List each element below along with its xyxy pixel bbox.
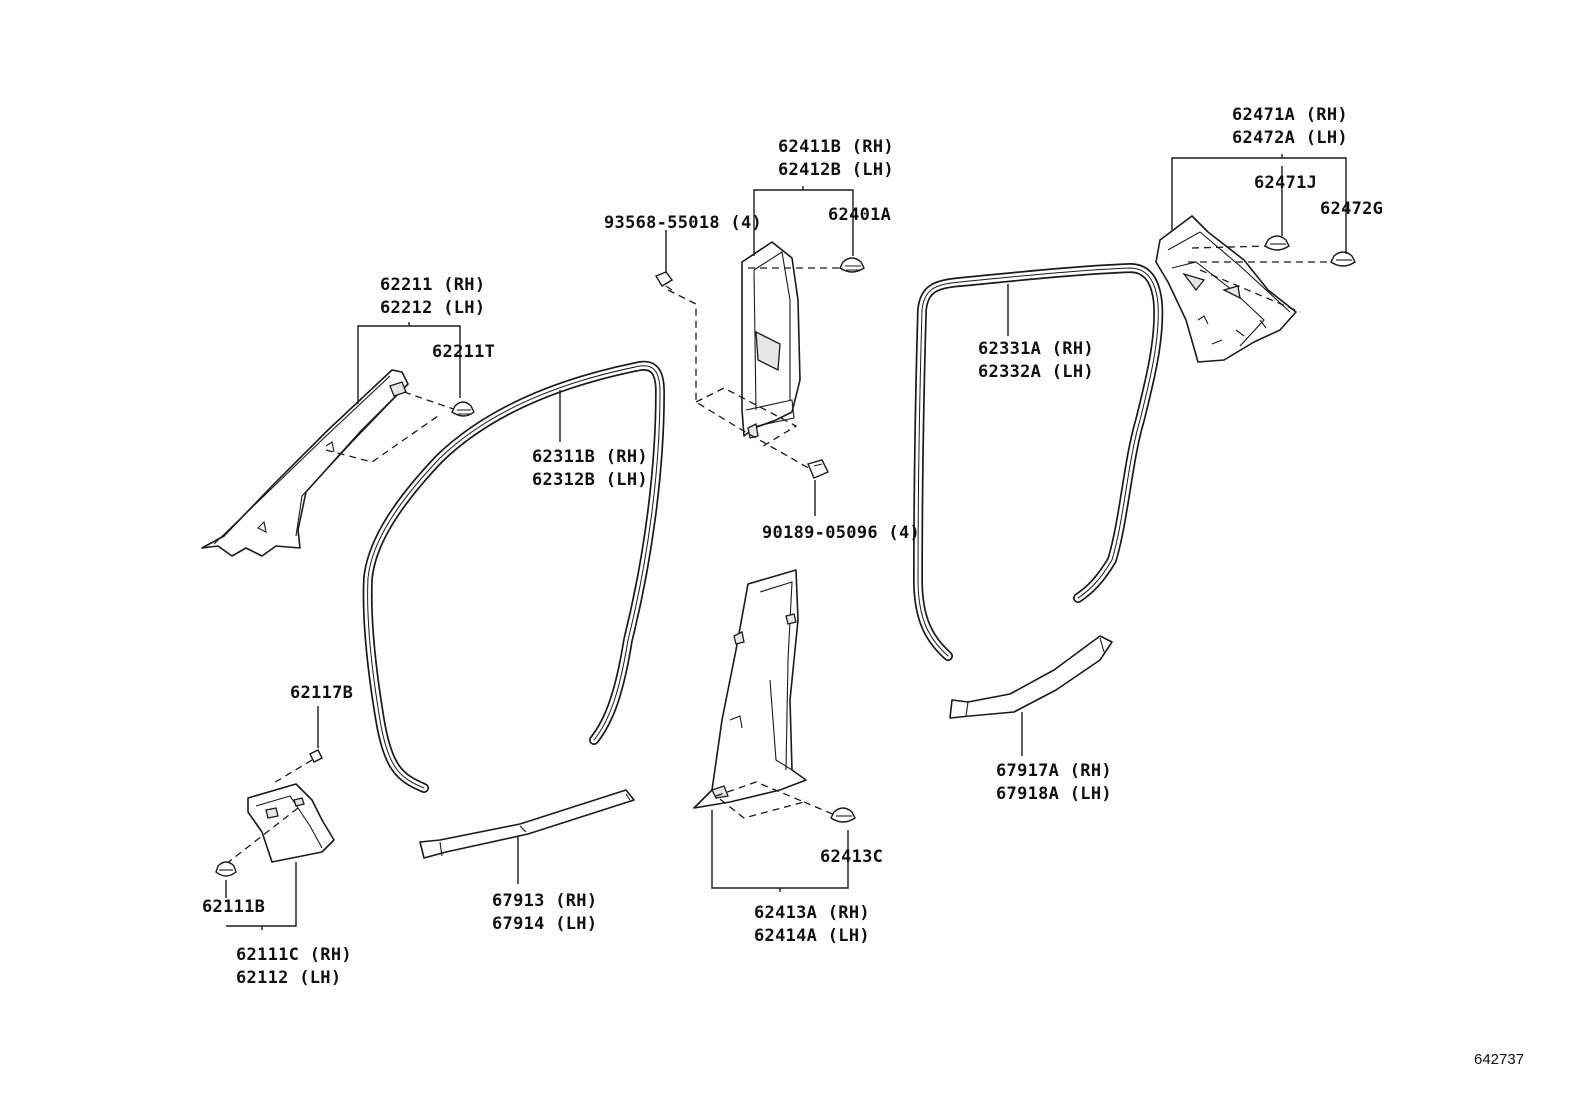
cowl-side-dash [225,759,313,865]
front-scuff-rh-label: 67913 (RH) [492,891,597,911]
front-scuff-plate [419,789,635,859]
b-pillar-lower-garnish [693,569,807,809]
a-pillar-garnish [201,369,409,557]
cowl-clip-bottom-label: 62111B [202,897,265,917]
b-pillar-upper-rh-label: 62411B (RH) [778,137,894,157]
front-door-seal [362,360,665,793]
quarter-clip-a [1264,235,1290,251]
quarter-upper-leader [1171,154,1347,254]
quarter-upper-garnish [1155,215,1297,363]
b-pillar-upper-leader [665,186,854,516]
a-pillar-clip [451,401,475,417]
rear-door-seal [913,263,1164,661]
quarter-upper-rh-label: 62471A (RH) [1232,105,1348,125]
cowl-clip-top [309,749,323,763]
b-pillar-upper-clip [839,257,865,273]
front-scuff-lh-label: 67914 (LH) [492,914,597,934]
front-seal-lh-label: 62312B (LH) [532,470,648,490]
cowl-side-trim [247,783,335,863]
b-pillar-upper-nut [807,459,829,479]
b-pillar-lower-clip-label: 62413C [820,847,883,867]
b-pillar-upper-garnish [741,241,801,439]
cowl-side-rh-label: 62111C (RH) [236,945,352,965]
quarter-clip-b-label: 62472G [1320,199,1383,219]
b-pillar-upper-nut-label: 90189-05096 (4) [762,523,920,543]
b-pillar-upper-dash [667,267,846,471]
b-pillar-lower-clip [830,807,856,823]
quarter-upper-lh-label: 62472A (LH) [1232,128,1348,148]
cowl-side-lh-label: 62112 (LH) [236,968,341,988]
cowl-clip-top-label: 62117B [290,683,353,703]
b-pillar-lower-dash [714,781,843,819]
b-pillar-lower-lh-label: 62414A (LH) [754,926,870,946]
a-pillar-leader [357,322,461,404]
rear-scuff-lh-label: 67918A (LH) [996,784,1112,804]
diagram-reference-number: 642737 [1474,1051,1524,1068]
rear-seal-lh-label: 62332A (LH) [978,362,1094,382]
quarter-clip-b [1330,251,1356,267]
rear-scuff-rh-label: 67917A (RH) [996,761,1112,781]
a-pillar-clip-label: 62211T [432,342,495,362]
b-pillar-lower-leader [711,810,849,892]
cowl-side-leader [225,706,319,930]
a-pillar-rh-label: 62211 (RH) [380,275,485,295]
b-pillar-upper-screw [654,271,674,291]
cowl-clip-bottom [215,861,237,877]
quarter-upper-dash [1188,245,1338,313]
b-pillar-lower-rh-label: 62413A (RH) [754,903,870,923]
a-pillar-clip-dash [325,391,463,463]
rear-scuff-plate [949,635,1113,719]
front-seal-rh-label: 62311B (RH) [532,447,648,467]
b-pillar-upper-lh-label: 62412B (LH) [778,160,894,180]
b-pillar-upper-clip-label: 62401A [828,205,891,225]
a-pillar-lh-label: 62212 (LH) [380,298,485,318]
b-pillar-upper-screw-label: 93568-55018 (4) [604,213,762,233]
quarter-clip-a-label: 62471J [1254,173,1317,193]
rear-seal-rh-label: 62331A (RH) [978,339,1094,359]
